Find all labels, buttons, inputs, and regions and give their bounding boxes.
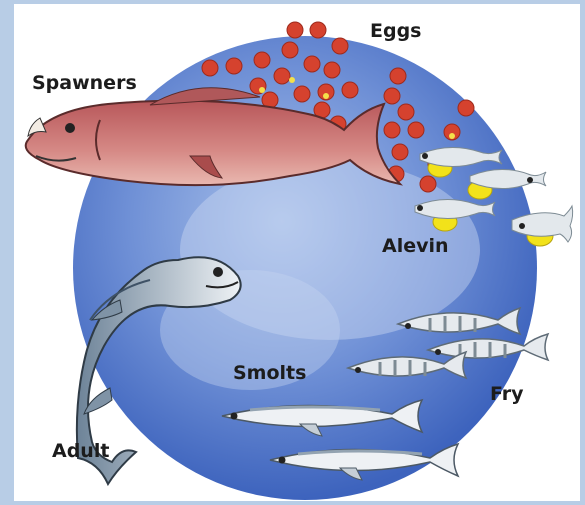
egg — [384, 122, 400, 138]
egg — [282, 42, 298, 58]
egg — [304, 56, 320, 72]
spawners-label: Spawners — [32, 72, 137, 94]
egg — [392, 144, 408, 160]
egg — [332, 38, 348, 54]
egg — [408, 122, 424, 138]
egg — [458, 100, 474, 116]
smolts-label: Smolts — [233, 362, 306, 384]
egg — [398, 104, 414, 120]
egg — [390, 68, 406, 84]
fry-label: Fry — [490, 383, 524, 405]
egg — [342, 82, 358, 98]
egg-yolk-highlight — [323, 93, 329, 99]
egg — [294, 86, 310, 102]
adult-label: Adult — [52, 440, 109, 462]
egg-yolk-highlight — [449, 133, 455, 139]
egg — [226, 58, 242, 74]
egg-yolk-highlight — [259, 87, 265, 93]
egg — [420, 176, 436, 192]
egg — [287, 22, 303, 38]
egg — [384, 88, 400, 104]
egg — [254, 52, 270, 68]
alevin-label: Alevin — [382, 235, 449, 257]
egg — [324, 62, 340, 78]
egg — [310, 22, 326, 38]
egg — [202, 60, 218, 76]
eggs-label: Eggs — [370, 20, 422, 42]
egg — [274, 68, 290, 84]
egg-yolk-highlight — [289, 77, 295, 83]
